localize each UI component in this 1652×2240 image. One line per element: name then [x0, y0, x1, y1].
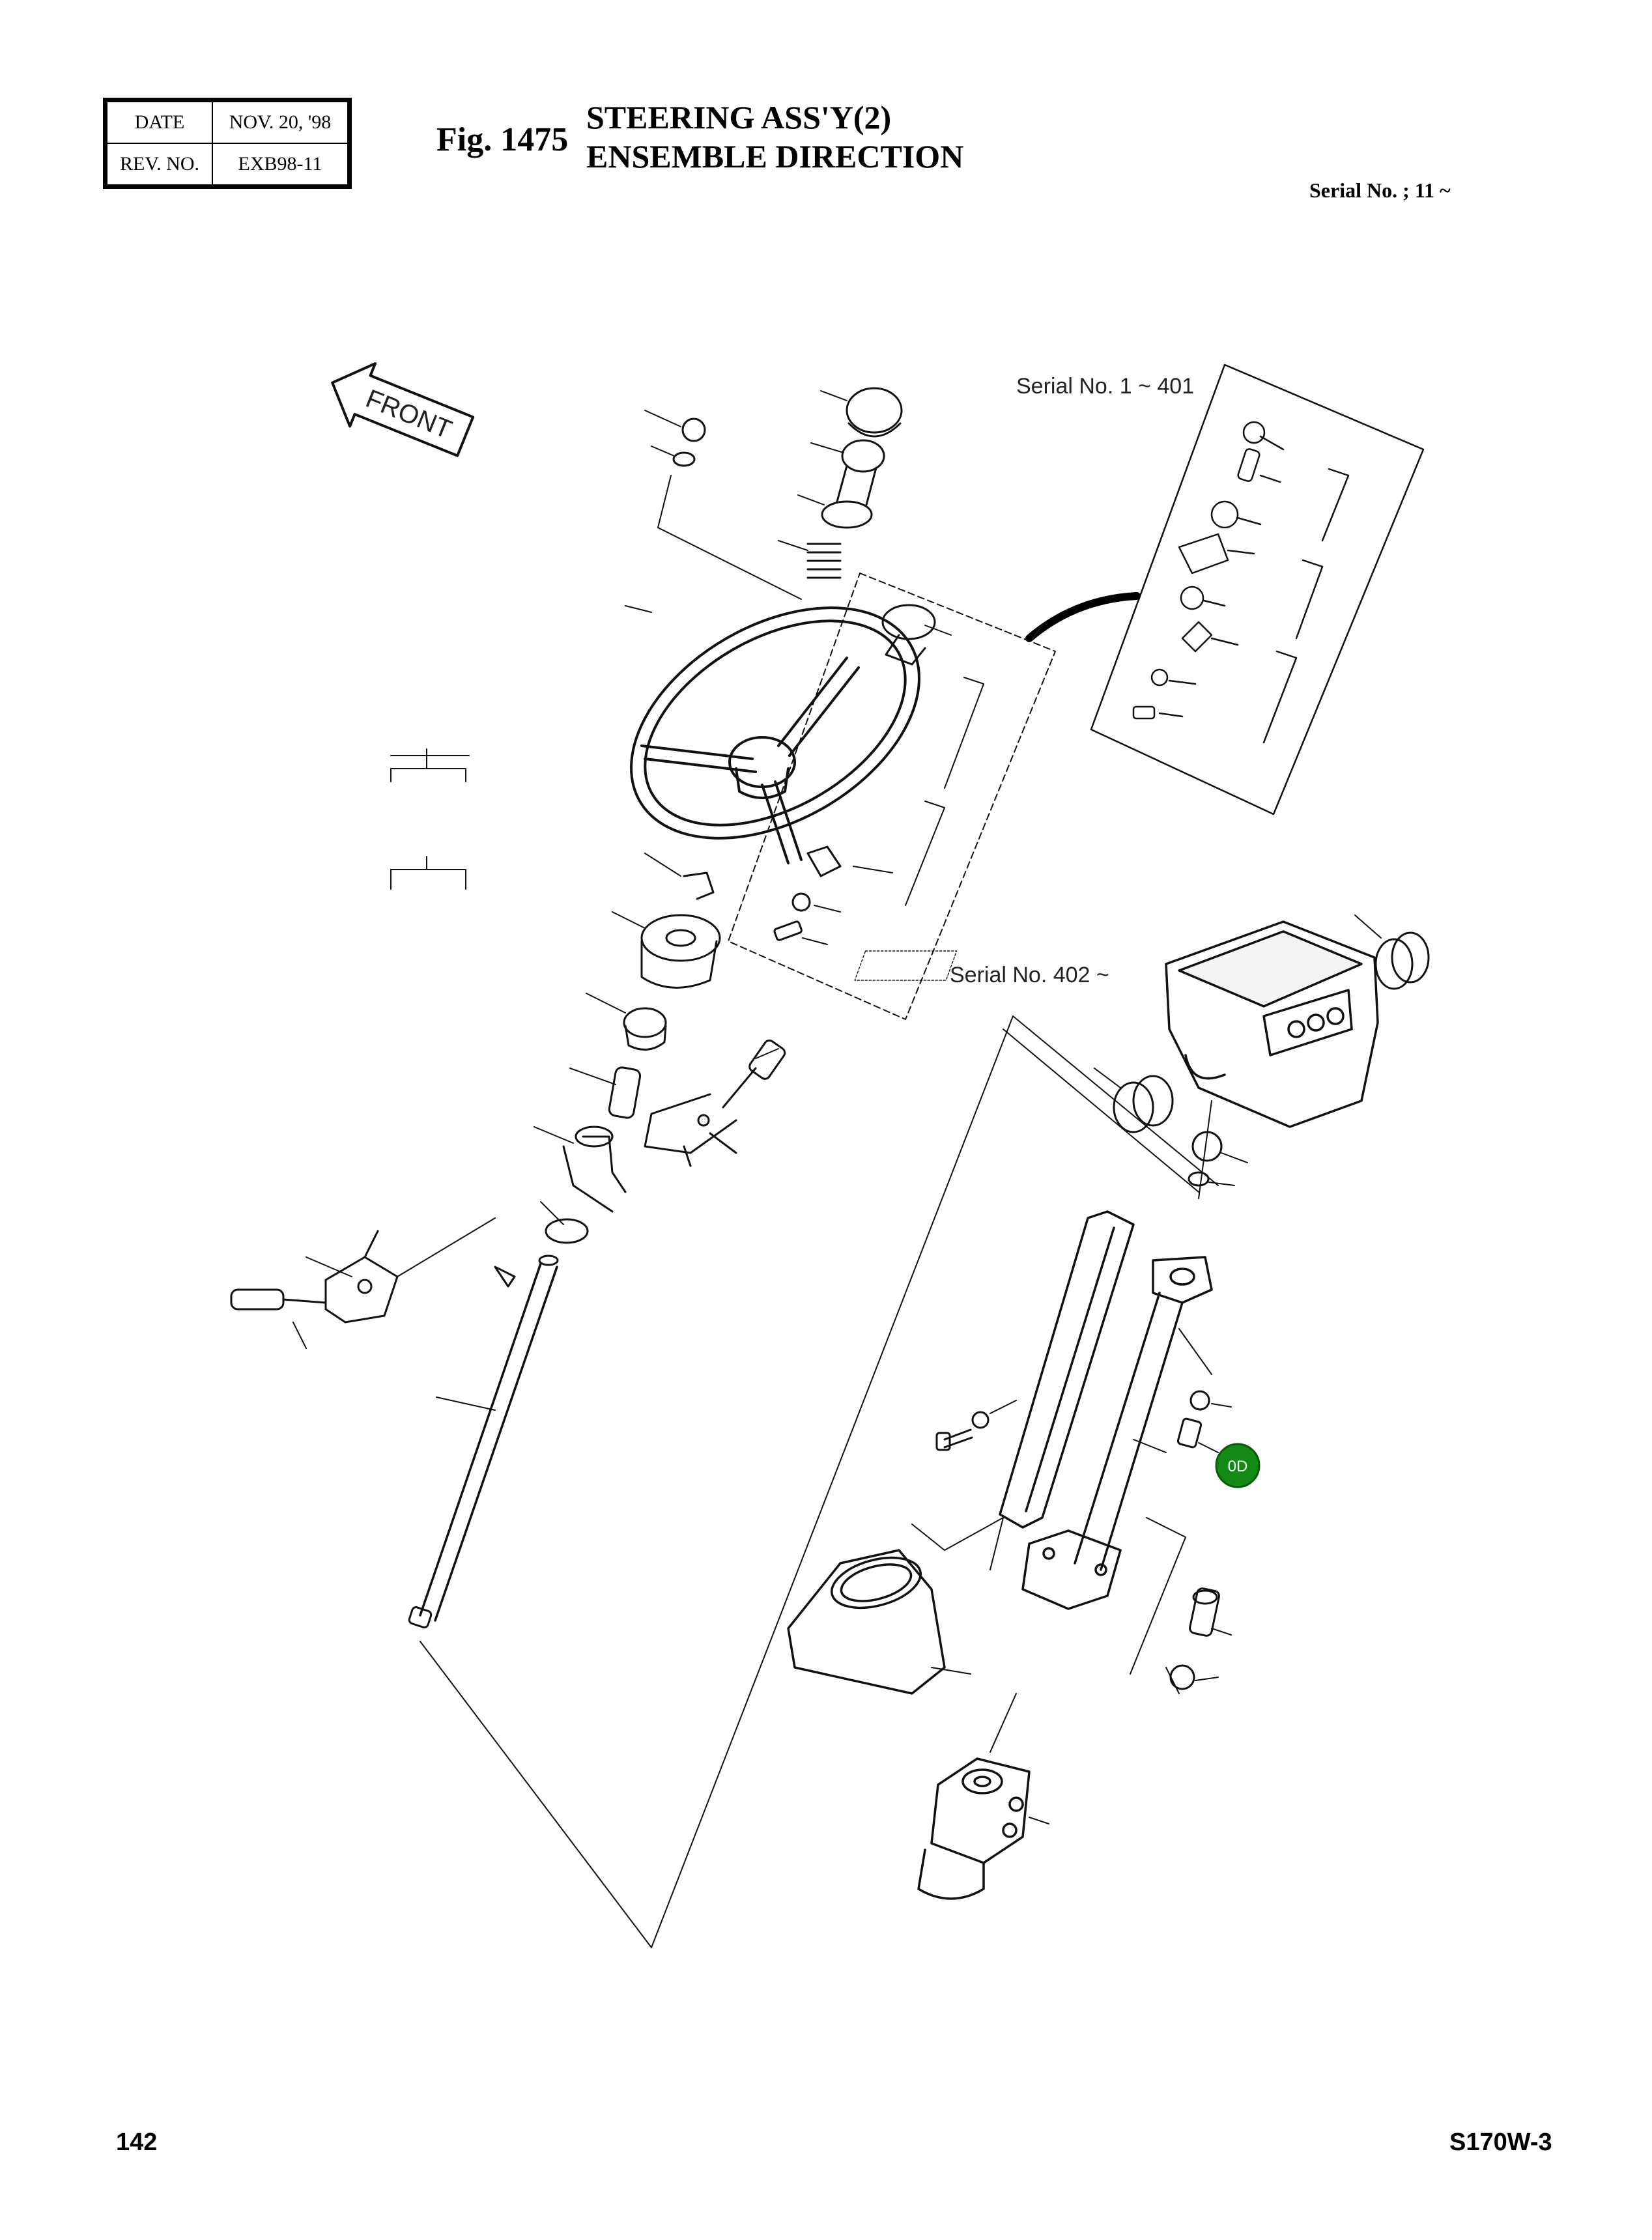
lever-knob: [748, 1039, 786, 1080]
date-value: NOV. 20, '98: [212, 101, 349, 144]
horn-spring: [806, 543, 842, 579]
horn-button: [841, 439, 885, 473]
left-brackets: [390, 748, 466, 890]
lower-bolt: [1176, 1417, 1203, 1449]
steering-nut: [681, 418, 706, 442]
column-bracket: [999, 1210, 1213, 1610]
knob-washer: [791, 892, 811, 912]
rubber-boot: [787, 1517, 1004, 1695]
figure-title-line1: STEERING ASS'Y(2): [586, 99, 892, 135]
column-post: [1074, 1292, 1184, 1571]
base-bolts: [1130, 1517, 1232, 1694]
rev-label: REV. NO.: [106, 143, 213, 186]
steering-wheel: [390, 605, 920, 864]
inset-washer: [1180, 586, 1204, 610]
column-cover: [640, 914, 721, 962]
left-switch: [230, 1217, 496, 1349]
steering-washer: [672, 451, 696, 467]
detail-inset: [1025, 363, 1425, 815]
column-pin: [608, 1066, 642, 1119]
woodruff-key: [494, 1266, 516, 1288]
date-label: DATE: [106, 101, 213, 144]
instrument-panel: [854, 920, 1379, 1128]
steering-shaft: [419, 1262, 558, 1622]
figure-number: Fig. 1475: [436, 121, 569, 158]
knob-clamp: [806, 845, 842, 877]
left-knurled-knob: [1113, 1081, 1154, 1133]
inset-pin: [1237, 448, 1260, 482]
lever-switch: [644, 1039, 786, 1167]
bushing: [623, 1007, 667, 1038]
callout-marker-circle: [1215, 1443, 1260, 1488]
left-switch-connector: [230, 1288, 285, 1311]
base-bracket: [1021, 1529, 1122, 1610]
callout-marker-label: 0D: [1228, 1458, 1248, 1475]
spinner-knob: [881, 604, 936, 640]
inset-bracket: [1178, 533, 1229, 574]
model-code: S170W-3: [1449, 2129, 1552, 2156]
column-flange: [562, 1135, 627, 1213]
column-cover-plate: [999, 1210, 1135, 1529]
knob-bolt: [773, 920, 803, 941]
socket-bolt: [1189, 1587, 1220, 1637]
panel-washer: [1188, 1171, 1210, 1187]
inset-bolt: [1132, 705, 1156, 720]
snap-ring: [683, 872, 715, 900]
serial-range-1: Serial No. 1 ~ 401: [1016, 374, 1194, 399]
info-box: DATE NOV. 20, '98 REV. NO. EXB98-11: [103, 98, 352, 189]
horn-ring: [821, 500, 873, 529]
right-knurled-knob: [1374, 938, 1414, 990]
base-nut: [1169, 1664, 1195, 1690]
horn-cap: [846, 387, 903, 434]
bracket-washer: [971, 1411, 990, 1429]
page-number: 142: [116, 2129, 158, 2156]
inset-spring-washer: [1150, 668, 1169, 687]
overview-lines: [420, 1015, 1219, 1948]
knob-parts: [773, 604, 984, 945]
inset-knob-cap: [1242, 421, 1266, 444]
serial-note: Serial No. ; 11 ~: [1309, 178, 1451, 202]
inset-clip: [1181, 621, 1213, 653]
horn-button-parts: [778, 387, 903, 579]
rev-value: EXB98-11: [212, 143, 349, 186]
column-parts: [408, 853, 721, 1628]
info-table: DATE NOV. 20, '98 REV. NO. EXB98-11: [106, 101, 349, 186]
front-arrow-icon: FRONT: [331, 362, 475, 457]
lower-nut: [1189, 1390, 1210, 1411]
callout-marker: 0D: [1215, 1443, 1260, 1488]
panel-knobs: [1094, 914, 1430, 1133]
steering-nut-parts: [644, 410, 802, 600]
inset-nut: [1210, 500, 1239, 529]
steering-valve: [917, 1693, 1049, 1900]
figure-title-line2: ENSEMBLE DIRECTION: [586, 138, 964, 175]
serial-range-2: Serial No. 402 ~: [950, 963, 1109, 987]
panel-nut-parts: [1188, 1100, 1248, 1199]
figure-title: STEERING ASS'Y(2) ENSEMBLE DIRECTION: [586, 98, 963, 176]
column-bearing: [545, 1218, 589, 1244]
top-mounting-plate: [1152, 1256, 1213, 1304]
bracket-bolts: [935, 1328, 1232, 1453]
